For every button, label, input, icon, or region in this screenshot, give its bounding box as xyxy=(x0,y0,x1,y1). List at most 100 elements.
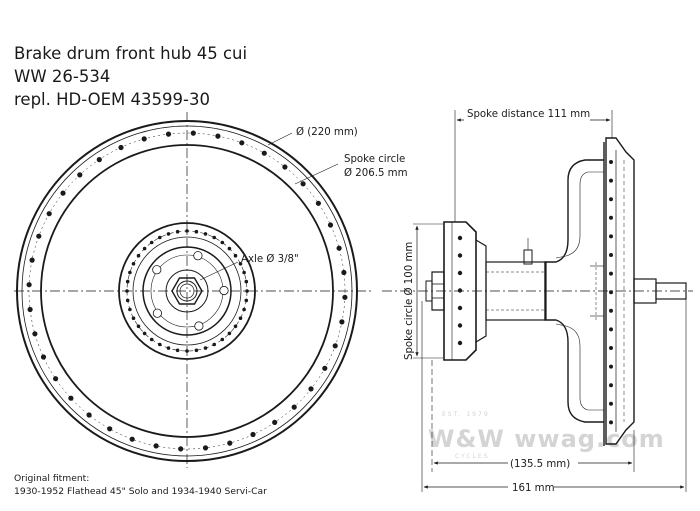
drum-outline xyxy=(544,159,604,423)
small-flange-hole xyxy=(457,288,463,293)
small-spoke-hole xyxy=(233,253,238,258)
small-spoke-hole xyxy=(194,348,199,353)
spoke-hole xyxy=(272,419,278,425)
watermark-est: EST. 1979 xyxy=(442,411,490,418)
small-spoke-hole xyxy=(166,232,171,236)
bolt-hole xyxy=(194,321,204,331)
drum-face-ring xyxy=(40,144,334,438)
small-spoke-hole xyxy=(185,349,189,353)
axle-thread xyxy=(179,283,195,299)
spoke-hole xyxy=(308,386,314,392)
title-block: Brake drum front hub 45 cui WW 26-534 re… xyxy=(14,42,247,111)
small-spoke-hole xyxy=(212,342,217,347)
spoke-hole xyxy=(250,431,256,438)
label-spoke-circle-value: Ø 206.5 mm xyxy=(344,167,408,179)
spoke-hole xyxy=(261,150,267,156)
bolt-hole xyxy=(193,251,203,261)
spoke-hole xyxy=(190,130,196,136)
title-line-1: Brake drum front hub 45 cui xyxy=(14,44,248,63)
small-flange-hole xyxy=(457,305,463,311)
spoke-hole xyxy=(32,331,38,337)
hub-body-ring xyxy=(142,246,232,336)
flange-hole xyxy=(609,252,614,257)
label-axle: Axle Ø 3/8" xyxy=(241,253,299,265)
side-view xyxy=(382,110,693,492)
small-spoke-hole xyxy=(128,307,132,312)
spoke-hole xyxy=(86,412,92,418)
spoke-hole xyxy=(300,181,306,187)
small-spoke-hole xyxy=(203,232,208,236)
small-spoke-hole xyxy=(149,240,154,245)
small-spoke-hole xyxy=(244,298,249,303)
inner-width-label-bg xyxy=(508,456,578,470)
small-spoke-hole xyxy=(220,337,225,342)
hub-flange-step xyxy=(132,236,242,346)
small-spoke-hole xyxy=(242,307,246,312)
drum-wall-inner-top xyxy=(555,171,604,259)
flange-hole xyxy=(609,308,614,313)
spoke-hole xyxy=(322,365,328,371)
flange-hole xyxy=(609,290,614,295)
small-spoke-hole xyxy=(142,331,147,336)
small-spoke-hole xyxy=(203,346,208,350)
small-flange-neck xyxy=(475,239,487,343)
small-spoke-hole xyxy=(194,229,199,234)
spoke-hole xyxy=(46,211,52,217)
spoke-hole xyxy=(282,164,288,170)
fitment-note: Original fitment: 1930-1952 Flathead 45"… xyxy=(14,473,267,498)
flange-hole xyxy=(609,197,614,202)
spoke-hole xyxy=(153,443,159,449)
spoke-hole xyxy=(215,133,221,139)
leader-outer-diameter xyxy=(267,132,293,146)
spoke-hole xyxy=(315,200,321,206)
spoke-hole xyxy=(27,306,33,313)
small-spoke-hole xyxy=(238,261,243,266)
spoke-hole xyxy=(52,376,59,382)
spoke-hole xyxy=(107,426,113,432)
spoke-hole xyxy=(339,319,345,325)
flange-hole xyxy=(609,178,614,183)
small-spoke-hole xyxy=(242,270,246,275)
small-spoke-hole xyxy=(136,253,141,258)
leader-spoke-circle xyxy=(294,163,339,185)
label-spoke-circle: Spoke circle xyxy=(344,154,405,165)
small-flange-hole xyxy=(457,253,463,258)
spoke-hole xyxy=(342,294,348,300)
flange-inner-edge xyxy=(21,125,353,457)
small-spoke-hole xyxy=(212,235,217,240)
flange-spoke-holes xyxy=(609,159,614,425)
leader-axle xyxy=(199,261,239,281)
total-width-label-bg xyxy=(508,480,554,494)
spoke-hole xyxy=(68,395,74,401)
label-spoke-distance: Spoke distance 111 mm xyxy=(467,109,590,120)
spoke-hole xyxy=(40,354,47,360)
small-spoke-hole xyxy=(238,316,243,321)
label-outer-diameter: Ø (220 mm) xyxy=(296,126,358,138)
front-view xyxy=(14,112,372,468)
spoke-hole xyxy=(336,245,342,251)
small-spoke-hole xyxy=(175,348,180,353)
spoke-hole xyxy=(26,282,32,288)
outer-flange-ring xyxy=(16,120,358,462)
small-flange xyxy=(443,221,477,361)
watermark-cycles: CYCLES xyxy=(455,453,490,460)
oem-replacement: repl. HD-OEM 43599-30 xyxy=(14,90,210,109)
small-spoke-hole xyxy=(125,279,130,284)
axle-end xyxy=(655,282,687,300)
small-spoke-hole xyxy=(220,240,225,245)
small-spoke-hole xyxy=(227,331,232,336)
small-spoke-hole xyxy=(233,324,238,329)
spoke-hole xyxy=(141,136,147,142)
fitment-text: 1930-1952 Flathead 45" Solo and 1934-194… xyxy=(14,485,267,497)
watermark: W&W wwag.com EST. 1979 CYCLES xyxy=(428,411,664,460)
small-spoke-hole xyxy=(245,289,249,293)
bolt-holes xyxy=(152,251,229,331)
small-spoke-holes xyxy=(125,229,249,353)
small-spoke-hole xyxy=(149,337,154,342)
small-spoke-hole xyxy=(131,316,136,321)
small-spoke-hole xyxy=(158,235,162,240)
label-small-spoke-circle: Spoke circle Ø 100 mm xyxy=(403,242,415,360)
flange-hole xyxy=(609,364,614,369)
flange-hole xyxy=(609,271,614,276)
drum-flange xyxy=(605,137,635,445)
